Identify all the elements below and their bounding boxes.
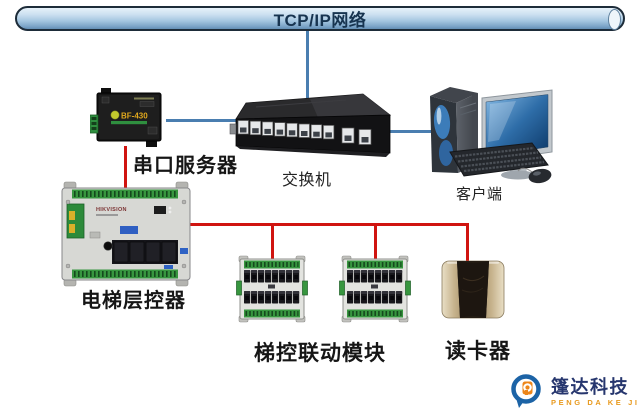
linkage-module-1 bbox=[236, 255, 308, 323]
card-reader-device bbox=[441, 260, 505, 319]
serial-server-model-text: BF-430 bbox=[121, 112, 148, 121]
link-controller-trunk bbox=[186, 223, 469, 226]
tcpip-network-label: TCP/IP网络 bbox=[273, 11, 367, 30]
linkage-module-label: 梯控联动模块 bbox=[254, 342, 386, 365]
client-monitor bbox=[481, 89, 553, 180]
netbar-end-cap bbox=[608, 9, 621, 30]
link-drop-module-2 bbox=[374, 223, 377, 259]
link-switch-to-client bbox=[385, 130, 435, 133]
client-label: 客户端 bbox=[456, 186, 503, 203]
tcpip-network-bar: TCP/IP网络 bbox=[15, 6, 625, 31]
serial-server-label: 串口服务器 bbox=[133, 155, 238, 177]
link-serial-server-to-switch bbox=[166, 119, 237, 122]
link-drop-card-reader bbox=[466, 223, 469, 265]
serial-server-logo-dot bbox=[110, 110, 120, 120]
linkage-module-2 bbox=[339, 255, 411, 323]
elevator-controller-label: 电梯层控器 bbox=[81, 290, 186, 312]
brand-company-name: 篷达科技 bbox=[551, 377, 629, 397]
link-drop-module-1 bbox=[271, 223, 274, 259]
switch-device bbox=[229, 93, 392, 157]
brand-romanized-name: PENG DA KE JI bbox=[551, 398, 640, 407]
client-mouse bbox=[517, 167, 552, 184]
brand-logo-icon bbox=[511, 374, 541, 408]
card-reader-label: 读卡器 bbox=[445, 340, 511, 363]
controller-brand-text: HIKVISION bbox=[96, 207, 127, 213]
elevator-controller-device: HIKVISION bbox=[61, 181, 191, 287]
client-computer-device bbox=[430, 87, 553, 184]
link-netbar-to-switch bbox=[306, 30, 309, 98]
link-serial-server-to-controller bbox=[124, 146, 127, 188]
serial-server-device: BF-430 bbox=[90, 88, 162, 147]
switch-ports bbox=[237, 120, 372, 145]
brand-logo: 篷达科技 PENG DA KE JI bbox=[506, 371, 640, 413]
switch-label: 交换机 bbox=[282, 172, 332, 189]
